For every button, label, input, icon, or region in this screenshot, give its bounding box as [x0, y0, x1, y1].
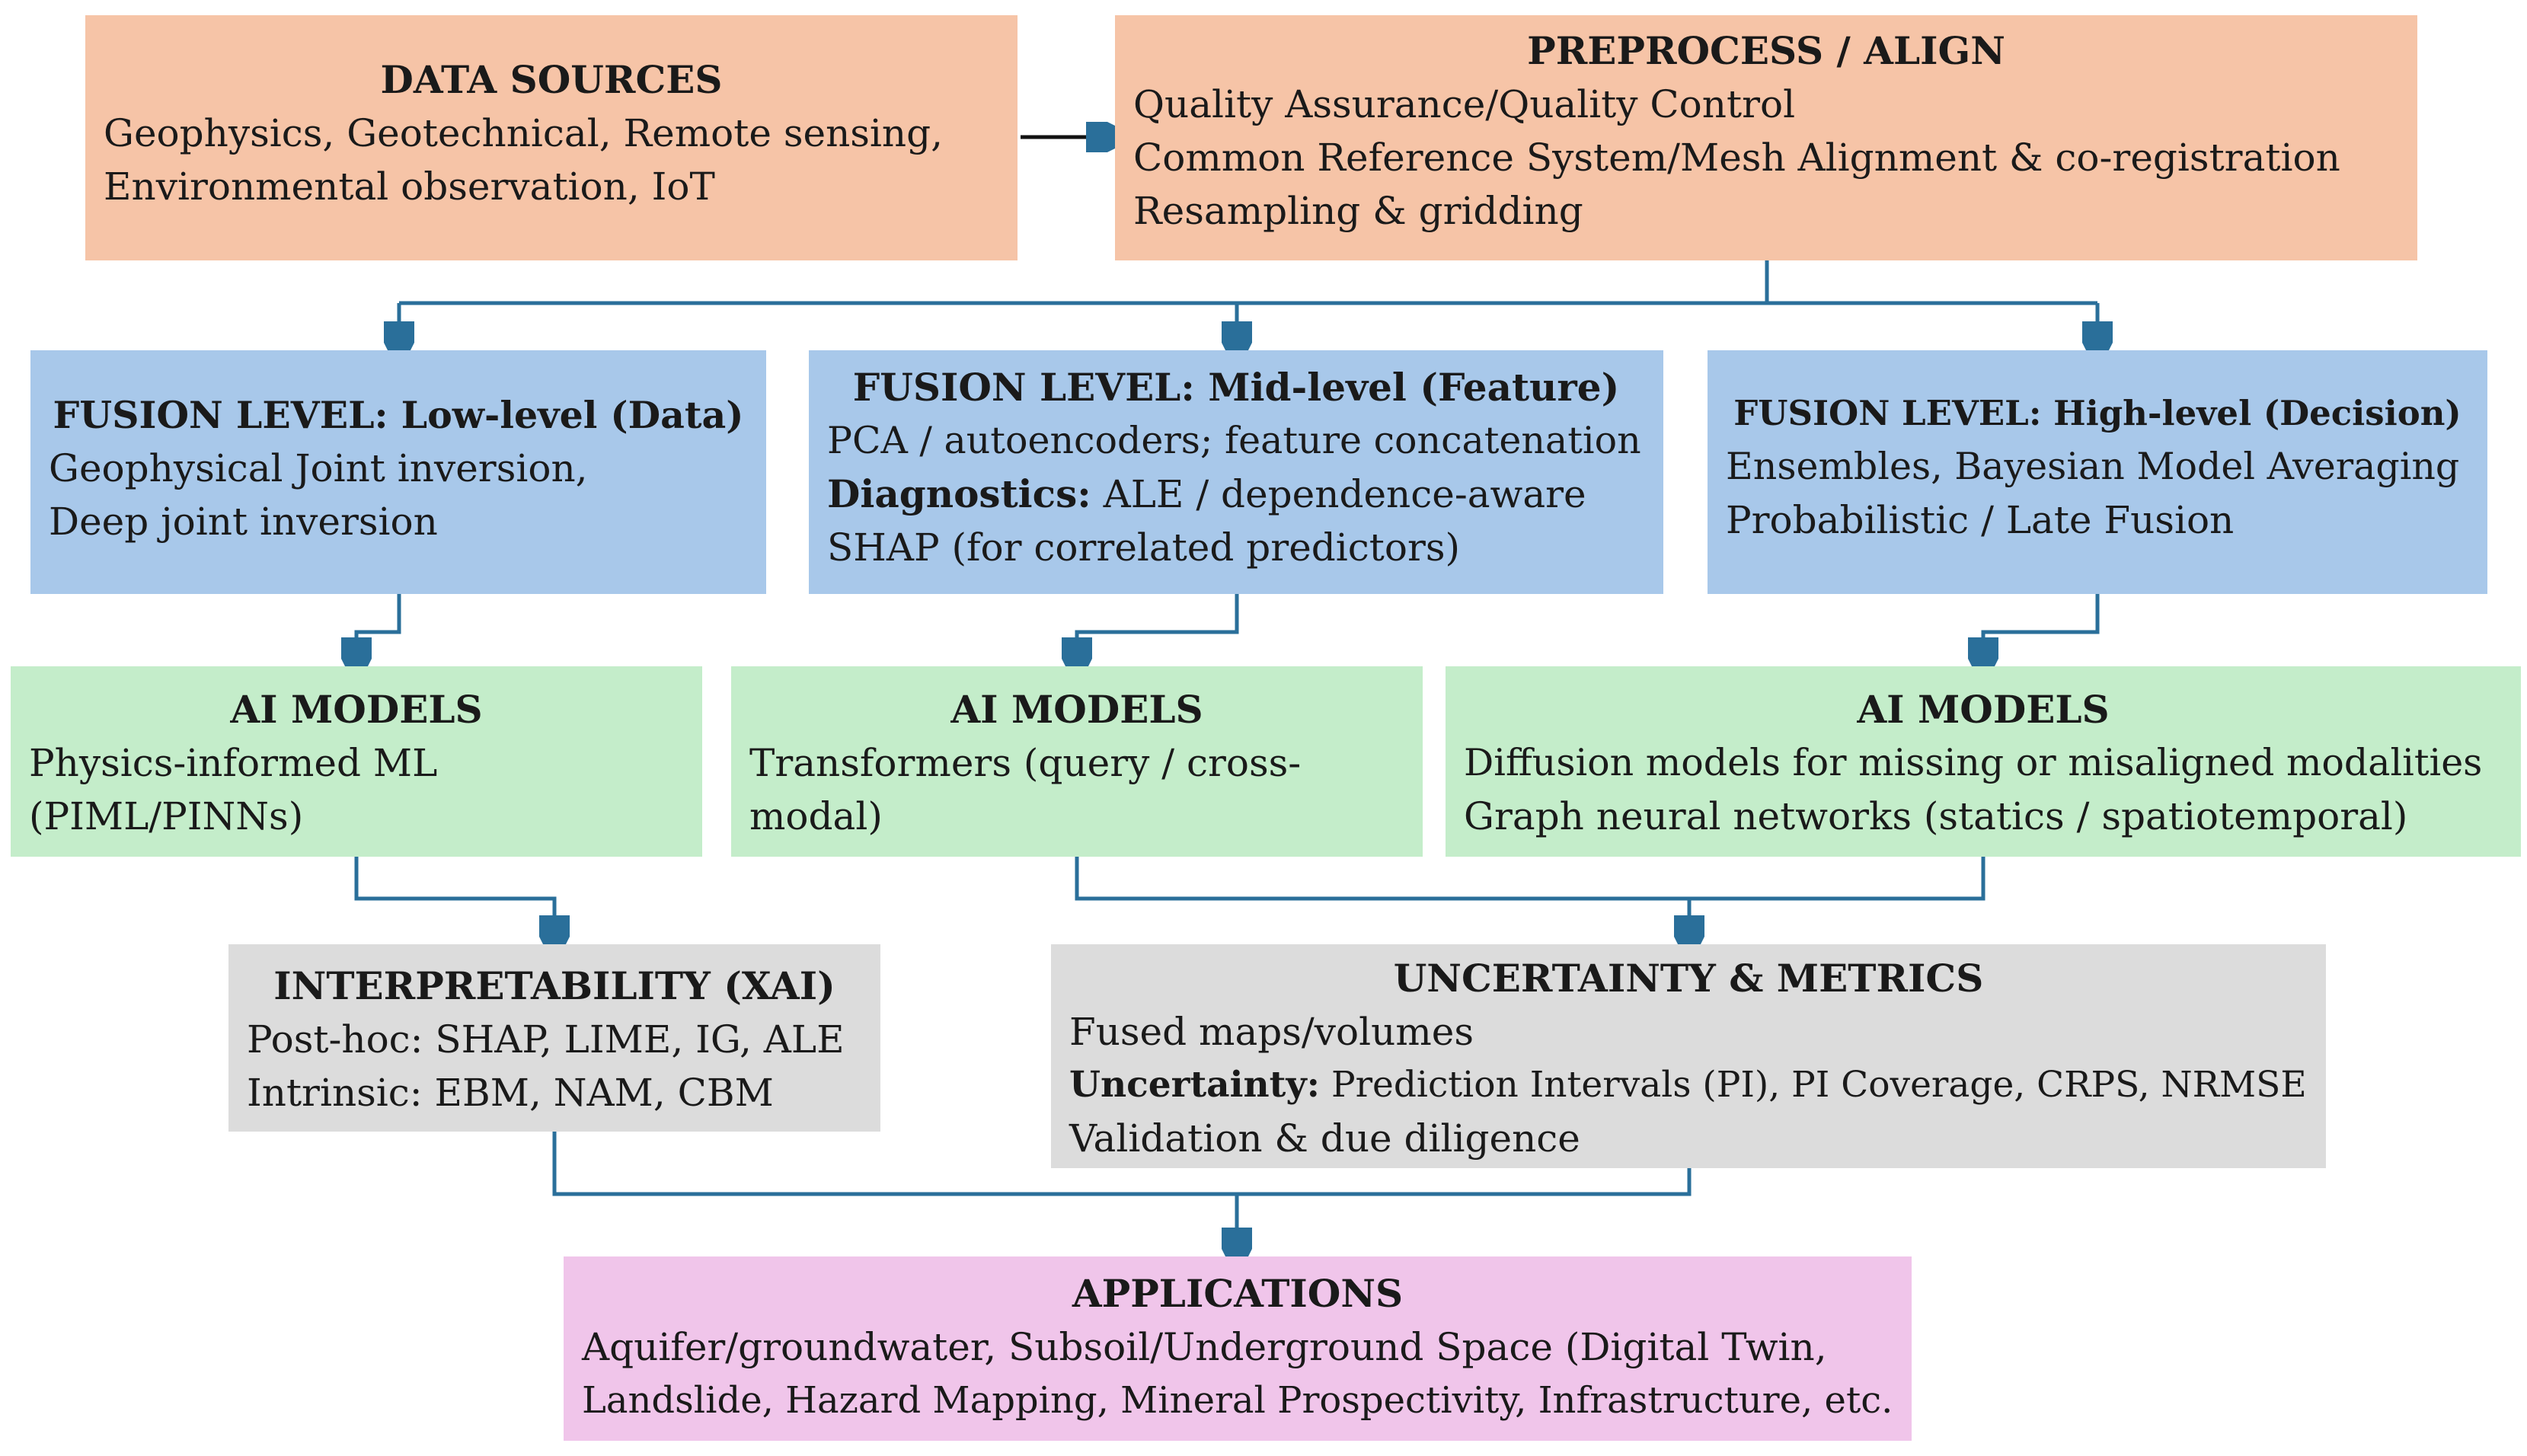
preprocess-line-2: Common Reference System/Mesh Alignment &…: [1133, 136, 2340, 180]
ai-models-diffusion-gnn-box: AI MODELS Diffusion models for missing o…: [1446, 666, 2521, 857]
fusion-mid-diagnostics-label: Diagnostics:: [827, 471, 1091, 516]
ai-models-2-title: AI MODELS: [950, 687, 1203, 732]
fusion-mid-level-box: FUSION LEVEL: Mid-level (Feature) PCA / …: [809, 350, 1663, 594]
fusion-mid-diagnostics-text: ALE / dependence-aware: [1091, 472, 1586, 516]
preprocess-line-1: Quality Assurance/Quality Control: [1133, 82, 1796, 126]
applications-title: APPLICATIONS: [1072, 1271, 1404, 1316]
ai-models-transformers-box: AI MODELS Transformers (query / cross- m…: [731, 666, 1423, 857]
interpretability-line-2: Intrinsic: EBM, NAM, CBM: [247, 1071, 774, 1115]
ai-models-2-line-1: Transformers (query / cross-: [749, 741, 1302, 785]
fusion-mid-title: FUSION LEVEL: Mid-level (Feature): [852, 365, 1620, 410]
ai-models-1-title: AI MODELS: [230, 687, 483, 732]
fusion-mid-line-3: SHAP (for correlated predictors): [827, 525, 1461, 570]
preprocess-title: PREPROCESS / ALIGN: [1527, 28, 2005, 73]
ai-models-3-line-2: Graph neural networks (statics / spatiot…: [1464, 794, 2408, 838]
preprocess-line-3: Resampling & gridding: [1133, 189, 1583, 233]
ai-models-2-line-2: modal): [749, 794, 883, 838]
fusion-low-level-box: FUSION LEVEL: Low-level (Data) Geophysic…: [30, 350, 766, 594]
uncertainty-line-2: Uncertainty: Prediction Intervals (PI), …: [1069, 1058, 2308, 1112]
applications-line-2: Landslide, Hazard Mapping, Mineral Prosp…: [582, 1379, 1893, 1422]
data-sources-line-2: Environmental observation, IoT: [104, 164, 715, 209]
fusion-high-title: FUSION LEVEL: High-level (Decision): [1733, 393, 2462, 433]
ai-models-3-title: AI MODELS: [1857, 687, 2110, 732]
connector-preprocess-to-fusion-levels: [399, 260, 2097, 305]
preprocess-align-box: PREPROCESS / ALIGN Quality Assurance/Qua…: [1115, 15, 2417, 260]
ai-models-3-line-1: Diffusion models for missing or misalign…: [1464, 741, 2483, 784]
arrow-fusion-mid-to-ai-models-2: [1077, 594, 1239, 660]
fusion-low-line-1: Geophysical Joint inversion,: [49, 446, 588, 490]
fusion-mid-line-1: PCA / autoencoders; feature concatenatio…: [827, 419, 1641, 462]
data-sources-title: DATA SOURCES: [380, 57, 723, 102]
applications-box: APPLICATIONS Aquifer/groundwater, Subsoi…: [564, 1256, 1912, 1441]
fusion-high-level-box: FUSION LEVEL: High-level (Decision) Ense…: [1708, 350, 2487, 594]
arrow-ai-models-1-to-interpretability: [354, 857, 554, 938]
applications-line-1: Aquifer/groundwater, Subsoil/Underground…: [582, 1325, 1827, 1369]
data-sources-line-1: Geophysics, Geotechnical, Remote sensing…: [104, 111, 944, 155]
fusion-low-line-2: Deep joint inversion: [49, 500, 438, 544]
uncertainty-line-3: Validation & due diligence: [1069, 1116, 1580, 1161]
connector-ai-models-2-3-merge: [1075, 857, 1986, 901]
uncertainty-text: Prediction Intervals (PI), PI Coverage, …: [1320, 1064, 2307, 1106]
data-sources-box: DATA SOURCES Geophysics, Geotechnical, R…: [85, 15, 1018, 260]
interpretability-title: INTERPRETABILITY (XAI): [273, 963, 835, 1008]
fusion-high-line-2: Probabilistic / Late Fusion: [1726, 498, 2235, 542]
uncertainty-metrics-box: UNCERTAINTY & METRICS Fused maps/volumes…: [1051, 944, 2326, 1168]
interpretability-line-1: Post-hoc: SHAP, LIME, IG, ALE: [247, 1017, 845, 1062]
uncertainty-title: UNCERTAINTY & METRICS: [1393, 956, 1984, 1001]
arrow-fusion-low-to-ai-models-1: [356, 594, 401, 660]
arrow-fusion-high-to-ai-models-3: [1983, 594, 2100, 660]
uncertainty-label: Uncertainty:: [1069, 1064, 1320, 1106]
fusion-high-line-1: Ensembles, Bayesian Model Averaging: [1726, 445, 2460, 488]
ai-models-1-line-2: (PIML/PINNs): [29, 794, 304, 838]
uncertainty-line-1: Fused maps/volumes: [1069, 1010, 1474, 1054]
ai-models-1-line-1: Physics-informed ML: [29, 741, 438, 785]
fusion-mid-line-2: Diagnostics: ALE / dependence-aware: [827, 468, 1645, 521]
fusion-low-title: FUSION LEVEL: Low-level (Data): [53, 393, 744, 437]
interpretability-box: INTERPRETABILITY (XAI) Post-hoc: SHAP, L…: [228, 944, 880, 1132]
ai-models-physics-box: AI MODELS Physics-informed ML (PIML/PINN…: [11, 666, 702, 857]
